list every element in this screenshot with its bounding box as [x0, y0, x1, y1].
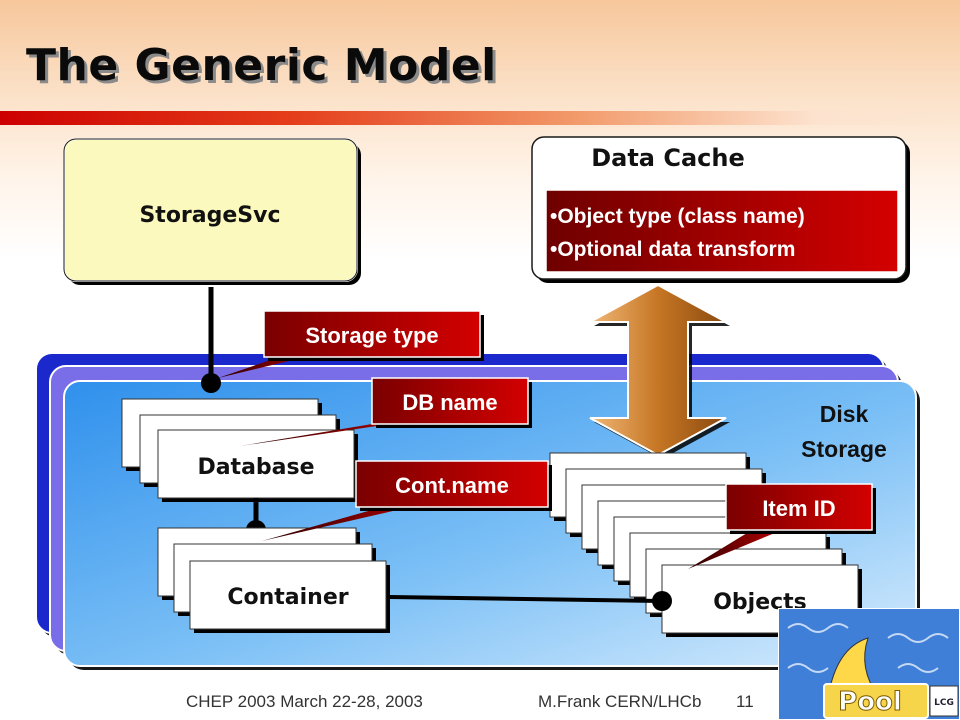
disk-storage-label-line1: Disk: [820, 401, 869, 427]
disk-storage-label-line2: Storage: [801, 436, 887, 462]
footer-page-number: 11: [736, 692, 754, 711]
footer-conference: CHEP 2003 March 22-28, 2003: [186, 692, 423, 711]
pool-logo-text: Pool: [838, 687, 902, 717]
callout-cont-name: Cont.name: [395, 473, 509, 498]
lcg-badge-text: LCG: [934, 698, 954, 708]
storage-svc-label: StorageSvc: [139, 203, 280, 228]
callout-boxes: [263, 310, 876, 534]
container-stack: [157, 527, 390, 633]
storage-svc-box: [63, 138, 361, 285]
database-stack: [121, 398, 358, 502]
data-cache-bullet-2: •Optional data transform: [550, 238, 795, 261]
container-label: Container: [227, 585, 348, 610]
title-underline: [0, 111, 960, 125]
database-label: Database: [197, 455, 314, 480]
footer-author: M.Frank CERN/LHCb: [538, 692, 702, 711]
data-cache-bullet-1: •Object type (class name): [550, 205, 805, 228]
objects-connector-dot: [652, 591, 672, 611]
callout-item-id: Item ID: [762, 496, 835, 521]
callout-storage-type: Storage type: [305, 323, 438, 348]
data-cache-title: Data Cache: [591, 144, 745, 172]
svc-connector-dot: [201, 373, 221, 393]
callout-db-name: DB name: [402, 390, 497, 415]
pool-logo: Pool LCG: [778, 608, 960, 720]
data-cache-box: [531, 136, 910, 283]
container-objects-line: [389, 595, 663, 603]
slide-title: The Generic Model: [26, 40, 497, 91]
